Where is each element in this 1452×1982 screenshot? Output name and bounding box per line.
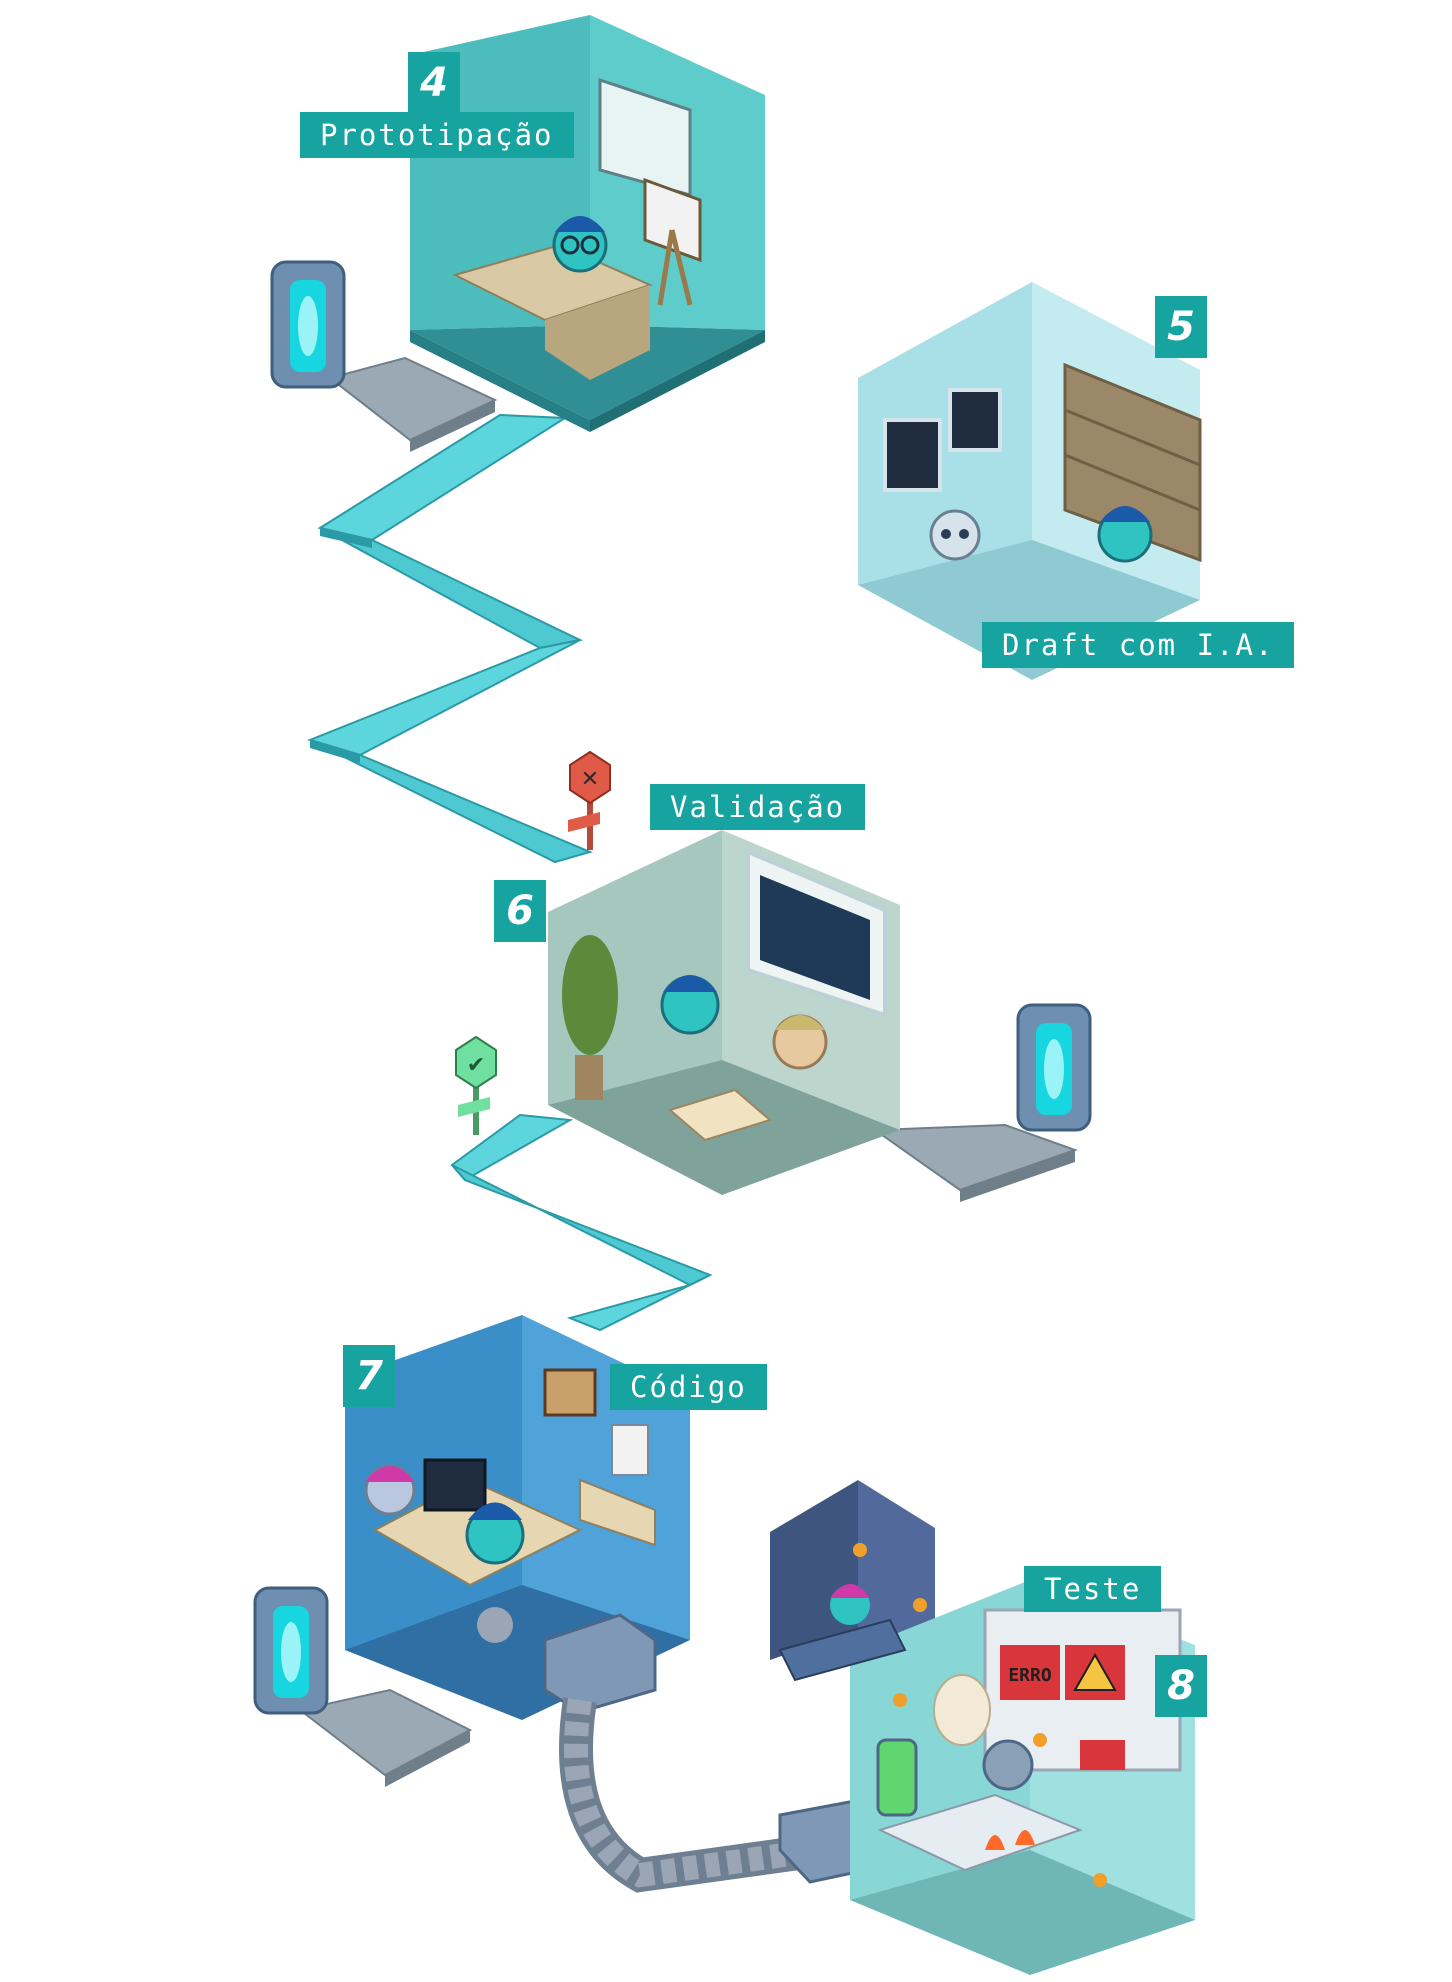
- step-label-draft-com-ia: Draft com I.A.: [982, 622, 1295, 668]
- stone-path-right: [872, 1123, 1079, 1202]
- room-codigo: [345, 1315, 690, 1720]
- step-number-8: 8: [1155, 1655, 1207, 1717]
- reject-sign-icon: ✕: [568, 750, 611, 850]
- step-number-4: 4: [408, 52, 460, 114]
- approve-sign-icon: ✔: [455, 1035, 497, 1135]
- step-number-5: 5: [1155, 296, 1207, 358]
- svg-text:✔: ✔: [467, 1053, 485, 1078]
- stone-path-bottom-left: [297, 1688, 473, 1787]
- portal-icon: [1016, 1003, 1092, 1132]
- erro-screen-text: ERRO: [1008, 1665, 1052, 1686]
- room-teste: ERRO: [770, 1480, 1195, 1975]
- step-number-6: 6: [494, 880, 546, 942]
- room-prototipacao: [410, 15, 765, 432]
- svg-text:✕: ✕: [581, 767, 599, 792]
- walkway-upper: [306, 413, 594, 864]
- portal-icon: [253, 1586, 329, 1715]
- step-label-teste: Teste: [1024, 1566, 1162, 1612]
- step-label-codigo: Código: [610, 1364, 767, 1410]
- room-draft-com-ia: [858, 282, 1202, 680]
- portal-icon: [270, 260, 346, 389]
- step-label-prototipacao: Prototipação: [300, 112, 574, 158]
- walkway-middle: [450, 1113, 713, 1332]
- step-number-7: 7: [343, 1345, 395, 1407]
- stone-path-top: [327, 356, 498, 452]
- step-label-validacao: Validação: [650, 784, 866, 830]
- room-validacao: [548, 830, 900, 1195]
